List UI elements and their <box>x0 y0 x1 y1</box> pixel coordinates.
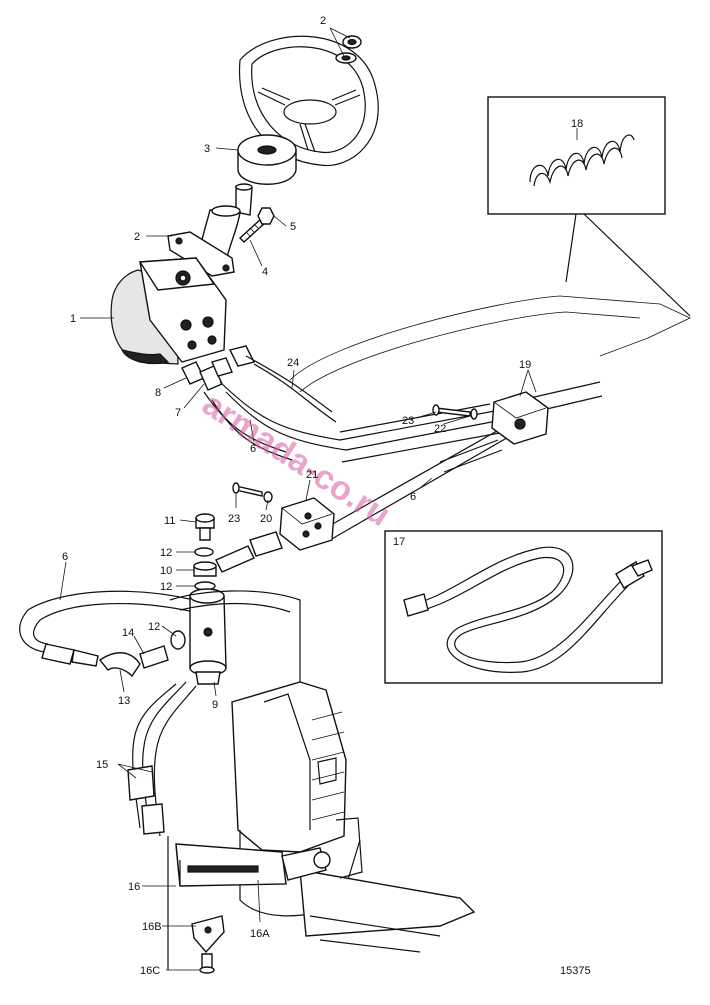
callout-6-tube: 6 <box>410 491 416 503</box>
callout-23-upper: 23 <box>402 415 414 427</box>
stern-drive <box>169 590 476 953</box>
callout-21: 21 <box>306 469 318 481</box>
steering-wheel <box>238 35 379 167</box>
pump-fittings <box>181 345 256 391</box>
elbow-fitting <box>98 630 186 678</box>
helm-pump <box>110 257 227 365</box>
clamp-21 <box>279 497 335 551</box>
callout-8: 8 <box>155 387 161 399</box>
callout-6-upper: 6 <box>250 443 256 455</box>
inset-spiral-wrap <box>487 96 691 317</box>
lower-hoses <box>127 681 197 837</box>
callout-16c: 16C <box>140 965 160 977</box>
clamp-19 <box>491 391 549 445</box>
leader-lines <box>59 27 578 971</box>
bracket-16b <box>191 915 225 954</box>
callout-5: 5 <box>290 221 296 233</box>
callout-24: 24 <box>287 357 299 369</box>
callout-16a: 16A <box>250 928 270 940</box>
callout-23-lower: 23 <box>228 513 240 525</box>
callout-12-lower: 12 <box>148 621 160 633</box>
callout-3: 3 <box>204 143 210 155</box>
callout-9: 9 <box>212 699 218 711</box>
hose-6-loop <box>19 590 195 667</box>
callout-19: 19 <box>519 359 531 371</box>
callout-2-top: 2 <box>320 15 326 27</box>
tube-run <box>289 295 691 541</box>
callout-17: 17 <box>393 536 405 548</box>
callout-16b: 16B <box>142 921 162 933</box>
inset-hose <box>384 530 663 684</box>
callout-14: 14 <box>122 627 134 639</box>
nut-washer-top <box>335 35 362 64</box>
callout-16: 16 <box>128 881 140 893</box>
callout-labels: 2 3 2 5 4 1 24 8 7 6 18 19 23 22 21 23 2… <box>62 15 591 977</box>
callout-6-left: 6 <box>62 551 68 563</box>
upper-hoses <box>203 355 347 461</box>
callout-1: 1 <box>70 313 76 325</box>
callout-12-upper: 12 <box>160 547 172 559</box>
callout-11: 11 <box>164 515 175 527</box>
hub-ring <box>237 134 297 185</box>
callout-20: 20 <box>260 513 272 525</box>
callout-7: 7 <box>175 407 181 419</box>
drawing-number: 15375 <box>560 965 591 977</box>
callout-12-middle: 12 <box>160 581 172 593</box>
callout-2-bracket: 2 <box>134 231 140 243</box>
screw-washer-lower <box>232 482 273 503</box>
steering-cylinder <box>175 843 331 887</box>
mounting-bracket <box>167 231 235 277</box>
callout-22: 22 <box>434 423 446 435</box>
cylinder-block <box>189 588 227 685</box>
callout-13: 13 <box>118 695 130 707</box>
callout-18: 18 <box>571 118 583 130</box>
callout-15: 15 <box>96 759 108 771</box>
callout-10: 10 <box>160 565 172 577</box>
nut-5 <box>257 207 275 225</box>
callout-4: 4 <box>262 266 268 278</box>
banjo-bolt <box>193 513 283 591</box>
